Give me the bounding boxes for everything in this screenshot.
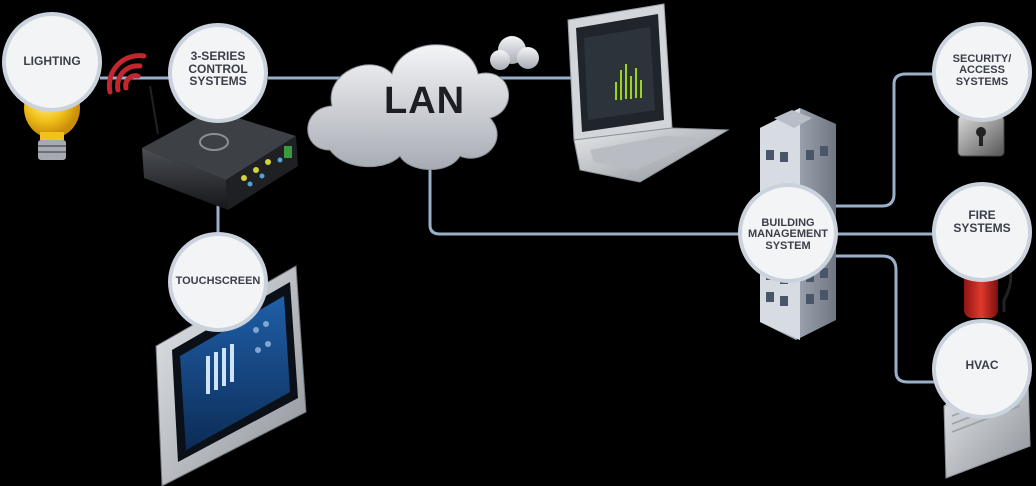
lighting-label: LIGHTING (23, 53, 81, 68)
building-management-label: BUILDING MANAGEMENT SYSTEM (747, 216, 829, 252)
label-circles (2, 12, 1032, 419)
cloud-icon (307, 36, 539, 170)
touchscreen-label: TOUCHSCREEN (175, 275, 261, 288)
control-systems-label: 3-SERIES CONTROL SYSTEMS (188, 49, 248, 89)
hvac-label: HVAC (965, 357, 999, 372)
security-access-label: SECURITY/ ACCESS SYSTEMS (952, 52, 1012, 88)
wireless-signal-icon (106, 53, 147, 95)
control-processor-icon (142, 85, 298, 210)
laptop-icon (567, 3, 730, 183)
lan-label: LAN (384, 80, 466, 122)
touch-panel-icon (155, 265, 307, 486)
fire-systems-label: FIRE SYSTEMS (953, 208, 1011, 235)
connector-lines (100, 72, 935, 384)
